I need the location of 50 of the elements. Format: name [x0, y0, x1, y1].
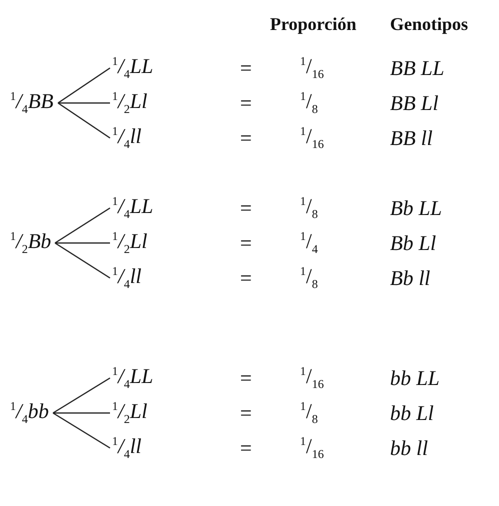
parent-genotype-text: $^{1}$/$_{4}$BB: [10, 89, 54, 117]
proportion-fraction: $^{1}$/$_{16}$: [300, 54, 324, 82]
branch-line: [55, 242, 110, 244]
equals-sign: =: [240, 56, 252, 81]
genotype-text: bb Ll: [390, 400, 434, 426]
genotype-text: Bb ll: [390, 266, 430, 291]
branch-line: [58, 68, 110, 104]
offspring-genotype-text: $^{1}$/$_{4}$ll: [112, 264, 142, 292]
proportion-fraction: $^{1}$/$_{16}$: [300, 364, 324, 392]
equals-sign: =: [240, 126, 252, 151]
proportion-fraction: $^{1}$/$_{16}$: [300, 434, 324, 462]
branch-line: [54, 208, 110, 244]
offspring-genotype-text: $^{1}$/$_{4}$LL: [112, 194, 154, 222]
offspring-genotype-text: $^{1}$/$_{4}$LL: [112, 54, 154, 82]
branch-line: [54, 242, 110, 278]
proportion-fraction: $^{1}$/$_{4}$: [300, 229, 318, 257]
proportion-fraction: $^{1}$/$_{8}$: [300, 89, 318, 117]
proportion-fraction: $^{1}$/$_{8}$: [300, 399, 318, 427]
offspring-genotype-text: $^{1}$/$_{2}$Ll: [112, 89, 148, 117]
genotype-text: BB Ll: [390, 90, 438, 116]
proportion-fraction: $^{1}$/$_{8}$: [300, 194, 318, 222]
equals-sign: =: [240, 436, 252, 461]
branch-line: [52, 412, 110, 449]
genotype-text: Bb LL: [390, 196, 442, 221]
proportion-fraction: $^{1}$/$_{16}$: [300, 124, 324, 152]
parent-genotype-text: $^{1}$/$_{4}$bb: [10, 399, 49, 427]
equals-sign: =: [240, 90, 252, 116]
branch-line: [53, 412, 110, 414]
branch-line: [58, 102, 110, 138]
genotype-text: Bb Ll: [390, 230, 436, 256]
proportion-fraction: $^{1}$/$_{8}$: [300, 264, 318, 292]
parent-genotype-text: $^{1}$/$_{2}$Bb: [10, 229, 52, 257]
column-header: Proporción: [270, 14, 356, 36]
offspring-genotype-text: $^{1}$/$_{4}$LL: [112, 364, 154, 392]
offspring-genotype-text: $^{1}$/$_{4}$ll: [112, 434, 142, 462]
offspring-genotype-text: $^{1}$/$_{2}$Ll: [112, 229, 148, 257]
column-header: Genotipos: [390, 14, 468, 36]
genotype-text: BB LL: [390, 56, 444, 81]
equals-sign: =: [240, 366, 252, 391]
genotype-text: bb LL: [390, 366, 440, 391]
equals-sign: =: [240, 230, 252, 256]
genotype-text: bb ll: [390, 436, 428, 461]
branch-line: [58, 102, 110, 104]
equals-sign: =: [240, 196, 252, 221]
genotype-text: BB ll: [390, 126, 433, 151]
equals-sign: =: [240, 266, 252, 291]
offspring-genotype-text: $^{1}$/$_{4}$ll: [112, 124, 142, 152]
offspring-genotype-text: $^{1}$/$_{2}$Ll: [112, 399, 148, 427]
branch-line: [52, 377, 110, 414]
equals-sign: =: [240, 400, 252, 426]
